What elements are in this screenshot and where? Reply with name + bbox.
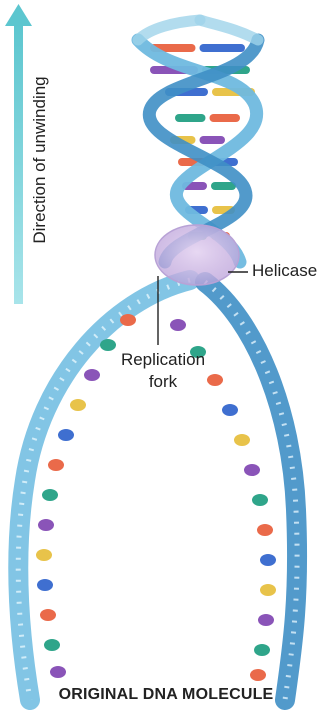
replication-fork-label: Replication fork bbox=[108, 349, 218, 393]
exposed-base bbox=[36, 549, 52, 561]
exposed-base bbox=[222, 404, 238, 416]
exposed-base bbox=[260, 554, 276, 566]
exposed-base bbox=[42, 489, 58, 501]
exposed-base bbox=[37, 579, 53, 591]
base-pair-half bbox=[200, 44, 246, 52]
exposed-base bbox=[38, 519, 54, 531]
base-pair-half bbox=[211, 182, 236, 190]
exposed-base bbox=[258, 614, 274, 626]
exposed-base bbox=[260, 584, 276, 596]
exposed-base bbox=[257, 524, 273, 536]
helicase-enzyme-icon bbox=[155, 225, 239, 285]
up-arrow-icon bbox=[5, 4, 32, 304]
exposed-base bbox=[50, 666, 66, 678]
helicase-label: Helicase bbox=[252, 261, 317, 281]
exposed-base bbox=[40, 609, 56, 621]
base-pair-half bbox=[175, 114, 206, 122]
exposed-base bbox=[254, 644, 270, 656]
exposed-base bbox=[234, 434, 250, 446]
exposed-base bbox=[120, 314, 136, 326]
exposed-base bbox=[70, 399, 86, 411]
diagram-caption: ORIGINAL DNA MOLECULE bbox=[0, 686, 332, 704]
fork-label-line-2: fork bbox=[108, 371, 218, 393]
exposed-base bbox=[48, 459, 64, 471]
direction-of-unwinding-label: Direction of unwinding bbox=[30, 76, 50, 243]
exposed-base bbox=[44, 639, 60, 651]
exposed-base bbox=[170, 319, 186, 331]
base-pair-half bbox=[210, 114, 241, 122]
base-pair-half bbox=[200, 136, 226, 144]
fork-label-line-1: Replication bbox=[108, 349, 218, 371]
exposed-base bbox=[58, 429, 74, 441]
exposed-base bbox=[84, 369, 100, 381]
exposed-base bbox=[252, 494, 268, 506]
exposed-base bbox=[250, 669, 266, 681]
exposed-base bbox=[244, 464, 260, 476]
